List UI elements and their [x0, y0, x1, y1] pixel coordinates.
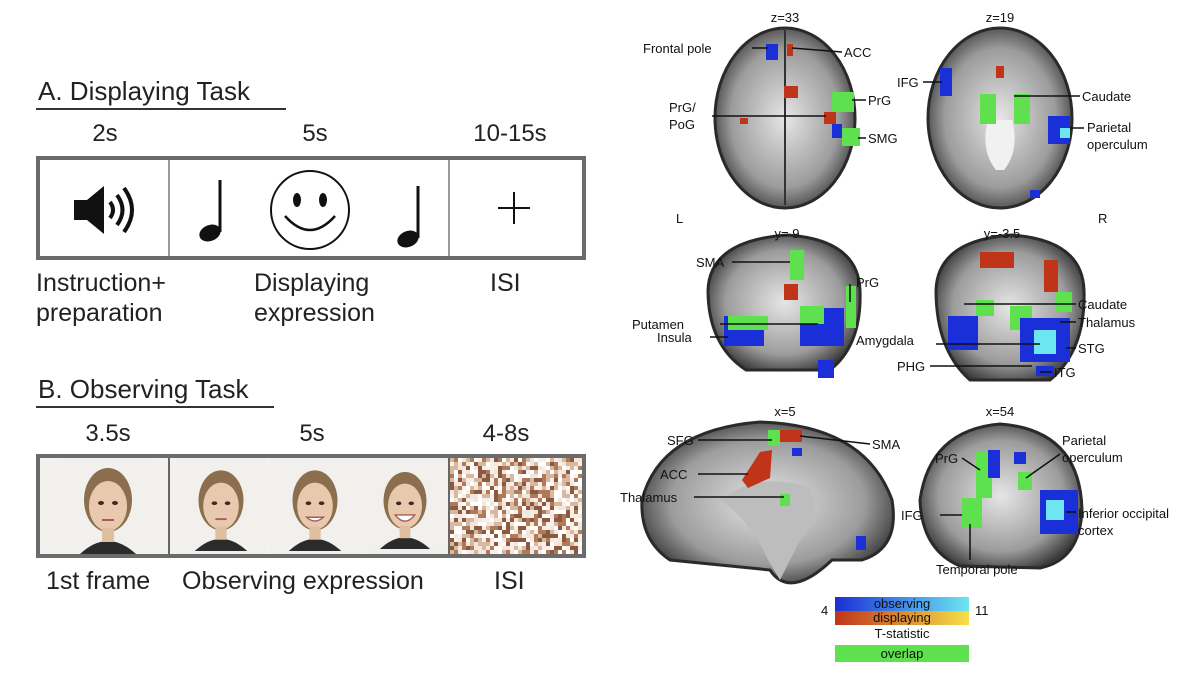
label-parietal-operculum-axial: Parietal operculum	[1087, 120, 1148, 152]
task-a-duration-1: 2s	[92, 120, 118, 147]
label-acc-sagittal: ACC	[660, 467, 688, 482]
label-caudate-axial: Caudate	[1082, 89, 1132, 104]
task-b-caption-1: 1st frame	[46, 567, 151, 595]
legend-overlap-bar	[835, 645, 969, 662]
label-inferior-occipital-cortex: Inferior occipital cortex	[1078, 506, 1170, 538]
task-a-divider-2	[448, 160, 450, 256]
face-photo-neutral-2	[176, 458, 266, 554]
slice-coord-z19: z=19	[985, 10, 1015, 25]
slice-coord-z33: z=33	[770, 10, 800, 25]
legend-max-value: 11	[975, 603, 989, 618]
label-thalamus-coronal: Thalamus	[1078, 315, 1136, 330]
label-amygdala: Amygdala	[856, 333, 914, 348]
label-sma-coronal: SMA	[696, 255, 725, 270]
task-b-underline	[36, 406, 274, 408]
task-a-divider-1	[168, 160, 170, 256]
task-b-divider-2	[448, 458, 450, 554]
label-thalamus-sagittal: Thalamus	[620, 490, 678, 505]
task-b-caption-2: Observing expression	[182, 567, 424, 595]
music-note-icon	[199, 180, 222, 242]
face-photo-big-smile	[362, 458, 448, 554]
task-a-duration-2: 5s	[302, 120, 328, 147]
label-prg-axial: PrG	[868, 93, 892, 108]
legend-min-value: 4	[821, 603, 829, 618]
fixation-cross-icon	[498, 192, 530, 224]
task-a-caption-3: ISI	[490, 269, 521, 297]
task-b-caption-3: ISI	[494, 567, 525, 595]
sagittal-slice-x54	[918, 422, 1084, 570]
label-frontal-pole: Frontal pole	[643, 41, 712, 56]
task-b-duration-3: 4-8s	[482, 420, 530, 447]
label-sfg: SFG	[667, 433, 694, 448]
legend-displaying-bar	[835, 611, 969, 625]
label-caudate-coronal: Caudate	[1078, 297, 1128, 312]
task-b-title: B. Observing Task	[38, 374, 249, 404]
label-stg: STG	[1078, 341, 1105, 356]
label-putamen: Putamen	[632, 317, 685, 332]
label-insula: Insula	[657, 330, 692, 345]
task-a-caption-2: Displaying expression	[254, 269, 375, 327]
label-phg: PHG	[897, 359, 926, 374]
coronal-slice-y9	[706, 233, 862, 378]
label-prg-sagittal: PrG	[935, 451, 959, 466]
face-photo-smile	[270, 458, 360, 554]
task-a-timeline-panel	[36, 156, 586, 260]
label-parietal-operculum-sagittal: Parietal operculum	[1062, 433, 1123, 465]
leader-lines	[694, 47, 1084, 560]
slice-coord-x5: x=5	[774, 404, 796, 419]
legend-observing-bar	[835, 597, 969, 611]
brain-figure	[640, 26, 1086, 585]
label-ifg-axial: IFG	[897, 75, 919, 90]
right-side-marker: R	[1098, 211, 1108, 226]
sagittal-slice-x5	[640, 420, 895, 585]
legend-statistic-label: T-statistic	[874, 626, 930, 641]
task-b-divider-1	[168, 458, 170, 554]
label-temporal-pole: Temporal pole	[936, 562, 1018, 577]
task-a-duration-3: 10-15s	[473, 120, 547, 147]
smiley-face-icon	[270, 170, 350, 250]
label-itg: ITG	[1054, 365, 1076, 380]
music-note-icon	[397, 186, 420, 248]
legend-observing-label: observing	[873, 596, 931, 611]
slice-coord-y-3-5: y=-3.5	[983, 226, 1021, 241]
coronal-slice-y-3-5	[934, 233, 1086, 382]
speaker-icon	[74, 186, 134, 234]
task-b-duration-1: 3.5s	[85, 420, 131, 447]
task-b-timeline-panel	[36, 454, 586, 558]
legend-displaying-label: displaying	[873, 610, 931, 625]
label-acc-axial: ACC	[844, 45, 872, 60]
task-a-caption-1: Instruction+ preparation	[36, 269, 166, 327]
axial-slice-z19	[926, 26, 1074, 210]
task-a-underline	[36, 108, 286, 110]
legend-overlap-label: overlap	[880, 646, 924, 661]
label-smg: SMG	[868, 131, 898, 146]
left-side-marker: L	[676, 211, 684, 226]
slice-coord-x54: x=54	[985, 404, 1015, 419]
noise-mask-image	[450, 458, 582, 554]
label-prg-pog: PrG/ PoG	[669, 100, 696, 132]
label-ifg-sagittal: IFG	[901, 508, 923, 523]
axial-slice-z33	[713, 26, 860, 210]
task-a-title: A. Displaying Task	[38, 76, 250, 106]
task-b-duration-2: 5s	[299, 420, 325, 447]
label-sma-sagittal: SMA	[872, 437, 901, 452]
face-photo-neutral	[60, 458, 156, 554]
slice-coord-y9: y= 9	[774, 226, 800, 241]
label-prg-coronal: PrG	[856, 275, 880, 290]
